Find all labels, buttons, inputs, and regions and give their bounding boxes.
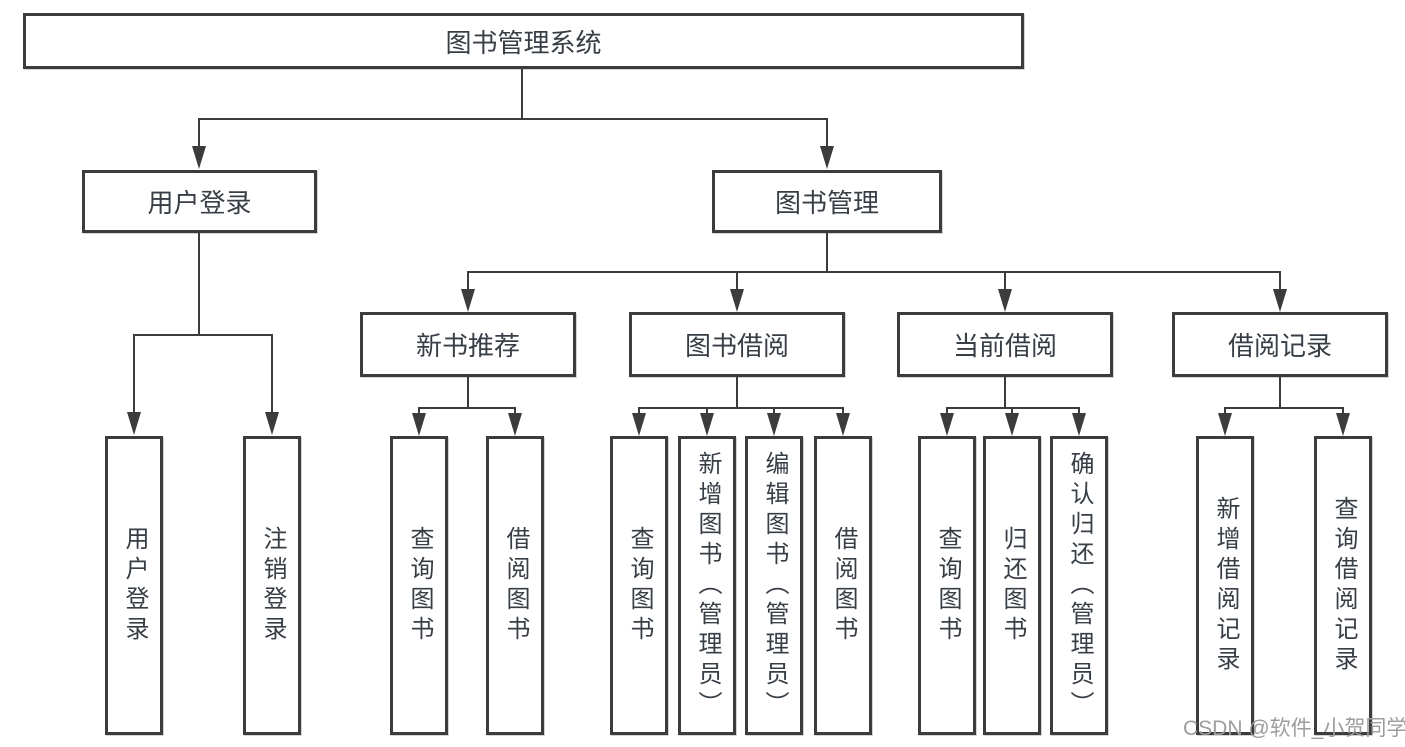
node-label: 当前借阅 bbox=[952, 331, 1057, 361]
leaf-label: 查询图书 bbox=[934, 525, 961, 646]
leaf-label: 新增图书（管理员） bbox=[694, 450, 721, 721]
connector-stub-current bbox=[1004, 271, 1006, 291]
connector-bus-current bbox=[946, 407, 1080, 409]
leaf-label: 查询图书 bbox=[406, 525, 433, 646]
connector-stub bbox=[514, 407, 516, 417]
node-book-borrow: 图书借阅 bbox=[629, 312, 845, 377]
connector-bus-records bbox=[1224, 407, 1344, 409]
connector-records-drop bbox=[1279, 377, 1281, 409]
connector-bus-level2 bbox=[467, 271, 1281, 273]
node-label: 图书管理 bbox=[774, 188, 879, 218]
arrowhead-book-management bbox=[820, 146, 834, 169]
connector-stub-leaf-user-login bbox=[133, 334, 135, 414]
leaf-return-books: 归还图书 bbox=[983, 436, 1041, 735]
node-label: 新书推荐 bbox=[415, 331, 520, 361]
leaf-label: 借阅图书 bbox=[502, 525, 529, 646]
node-book-management: 图书管理 bbox=[712, 170, 942, 233]
connector-bus-level1 bbox=[198, 118, 828, 120]
leaf-label: 查询借阅记录 bbox=[1330, 495, 1357, 676]
connector-stub bbox=[842, 407, 844, 417]
node-current-borrow: 当前借阅 bbox=[897, 312, 1113, 377]
connector-stub bbox=[1224, 407, 1226, 417]
arrowhead-leaf bbox=[700, 413, 714, 436]
connector-stub-user-login bbox=[198, 118, 200, 148]
arrowhead-leaf bbox=[632, 413, 646, 436]
connector-stub bbox=[946, 407, 948, 417]
leaf-query-books-recommend: 查询图书 bbox=[390, 436, 448, 735]
arrowhead-current bbox=[998, 289, 1012, 312]
connector-manage-drop bbox=[826, 233, 828, 273]
leaf-user-login: 用户登录 bbox=[105, 436, 163, 735]
arrowhead-leaf bbox=[1005, 413, 1019, 436]
arrowhead-user-login bbox=[192, 146, 206, 169]
node-label: 用户登录 bbox=[147, 188, 252, 218]
node-borrow-records: 借阅记录 bbox=[1172, 312, 1388, 377]
connector-stub-leaf-logout bbox=[271, 334, 273, 414]
arrowhead-leaf bbox=[508, 413, 522, 436]
leaf-label: 新增借阅记录 bbox=[1212, 495, 1239, 676]
connector-bus-borrow bbox=[638, 407, 844, 409]
leaf-label: 注销登录 bbox=[259, 525, 286, 646]
leaf-confirm-return-admin: 确认归还（管理员） bbox=[1050, 436, 1108, 735]
arrowhead-leaf bbox=[412, 413, 426, 436]
leaf-label: 确认归还（管理员） bbox=[1066, 450, 1093, 721]
arrowhead-recommend bbox=[461, 289, 475, 312]
leaf-edit-books-admin: 编辑图书（管理员） bbox=[745, 436, 803, 735]
arrowhead-leaf bbox=[1336, 413, 1350, 436]
arrowhead-leaf bbox=[1072, 413, 1086, 436]
arrowhead-leaf bbox=[1218, 413, 1232, 436]
leaf-query-borrow-record: 查询借阅记录 bbox=[1314, 436, 1372, 735]
connector-login-drop bbox=[198, 233, 200, 336]
connector-stub bbox=[706, 407, 708, 417]
arrowhead-borrow bbox=[730, 289, 744, 312]
connector-stub bbox=[418, 407, 420, 417]
connector-borrow-drop bbox=[736, 377, 738, 409]
node-new-book-recommend: 新书推荐 bbox=[360, 312, 576, 377]
leaf-query-books-borrow: 查询图书 bbox=[610, 436, 668, 735]
leaf-label: 用户登录 bbox=[121, 525, 148, 646]
connector-stub bbox=[1011, 407, 1013, 417]
connector-stub-records bbox=[1279, 271, 1281, 291]
arrowhead-leaf bbox=[836, 413, 850, 436]
arrowhead-leaf bbox=[767, 413, 781, 436]
leaf-borrow-books-recommend: 借阅图书 bbox=[486, 436, 544, 735]
connector-stub-book-management bbox=[826, 118, 828, 148]
connector-stub-borrow bbox=[736, 271, 738, 291]
node-label: 图书管理系统 bbox=[445, 27, 602, 58]
leaf-label: 编辑图书（管理员） bbox=[761, 450, 788, 721]
connector-stub-recommend bbox=[467, 271, 469, 291]
leaf-add-borrow-record: 新增借阅记录 bbox=[1196, 436, 1254, 735]
connector-root-drop bbox=[521, 69, 523, 120]
connector-bus-recommend bbox=[418, 407, 516, 409]
arrowhead-leaf-logout bbox=[265, 412, 279, 435]
arrowhead-records bbox=[1273, 289, 1287, 312]
connector-stub bbox=[1078, 407, 1080, 417]
arrowhead-leaf-user-login bbox=[127, 412, 141, 435]
leaf-add-books-admin: 新增图书（管理员） bbox=[678, 436, 736, 735]
connector-current-drop bbox=[1004, 377, 1006, 409]
leaf-borrow-books: 借阅图书 bbox=[814, 436, 872, 735]
connector-bus-login bbox=[133, 334, 273, 336]
leaf-label: 借阅图书 bbox=[830, 525, 857, 646]
csdn-watermark: CSDN @软件_小贺同学 bbox=[1183, 717, 1405, 740]
arrowhead-leaf bbox=[940, 413, 954, 436]
leaf-logout: 注销登录 bbox=[243, 436, 301, 735]
leaf-query-books-current: 查询图书 bbox=[918, 436, 976, 735]
connector-stub bbox=[1342, 407, 1344, 417]
connector-stub bbox=[773, 407, 775, 417]
node-label: 借阅记录 bbox=[1227, 331, 1332, 361]
node-library-management-system: 图书管理系统 bbox=[23, 13, 1024, 69]
node-label: 图书借阅 bbox=[684, 331, 789, 361]
node-user-login: 用户登录 bbox=[82, 170, 317, 233]
connector-recommend-drop bbox=[467, 377, 469, 409]
leaf-label: 查询图书 bbox=[626, 525, 653, 646]
leaf-label: 归还图书 bbox=[999, 525, 1026, 646]
connector-stub bbox=[638, 407, 640, 417]
